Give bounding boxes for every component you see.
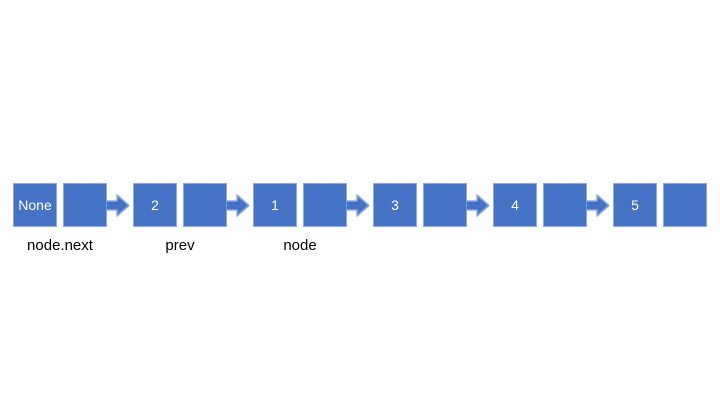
- next-arrow-icon: [586, 194, 610, 217]
- node-value: 2: [151, 197, 159, 213]
- node-value-box: None: [13, 183, 57, 227]
- node-pointer-box: [303, 183, 347, 227]
- annotation-node: node: [283, 237, 317, 254]
- node-value-box: 3: [373, 183, 417, 227]
- node-pointer-box: [63, 183, 107, 227]
- next-arrow-icon: [106, 194, 130, 217]
- next-arrow-icon: [466, 194, 490, 217]
- node-value: None: [18, 197, 52, 213]
- next-arrow-icon: [346, 194, 370, 217]
- node-value-box: 1: [253, 183, 297, 227]
- node-value-box: 2: [133, 183, 177, 227]
- node-value: 1: [271, 197, 279, 213]
- list-node-4: 4: [493, 183, 613, 227]
- node-value: 5: [631, 197, 639, 213]
- node-pointer-box: [543, 183, 587, 227]
- list-node-2: 2: [133, 183, 253, 227]
- annotation-node-next: node.next: [27, 237, 93, 254]
- list-node-1: 1: [253, 183, 373, 227]
- next-arrow-icon: [226, 194, 250, 217]
- annotation-prev: prev: [165, 237, 195, 254]
- node-pointer-box: [663, 183, 707, 227]
- node-value-box: 4: [493, 183, 537, 227]
- node-pointer-box: [423, 183, 467, 227]
- node-value: 3: [391, 197, 399, 213]
- list-node-3: 3: [373, 183, 493, 227]
- node-value-box: 5: [613, 183, 657, 227]
- node-pointer-box: [183, 183, 227, 227]
- list-node-5: 5: [613, 183, 720, 227]
- list-node-none: None: [13, 183, 133, 227]
- node-value: 4: [511, 197, 519, 213]
